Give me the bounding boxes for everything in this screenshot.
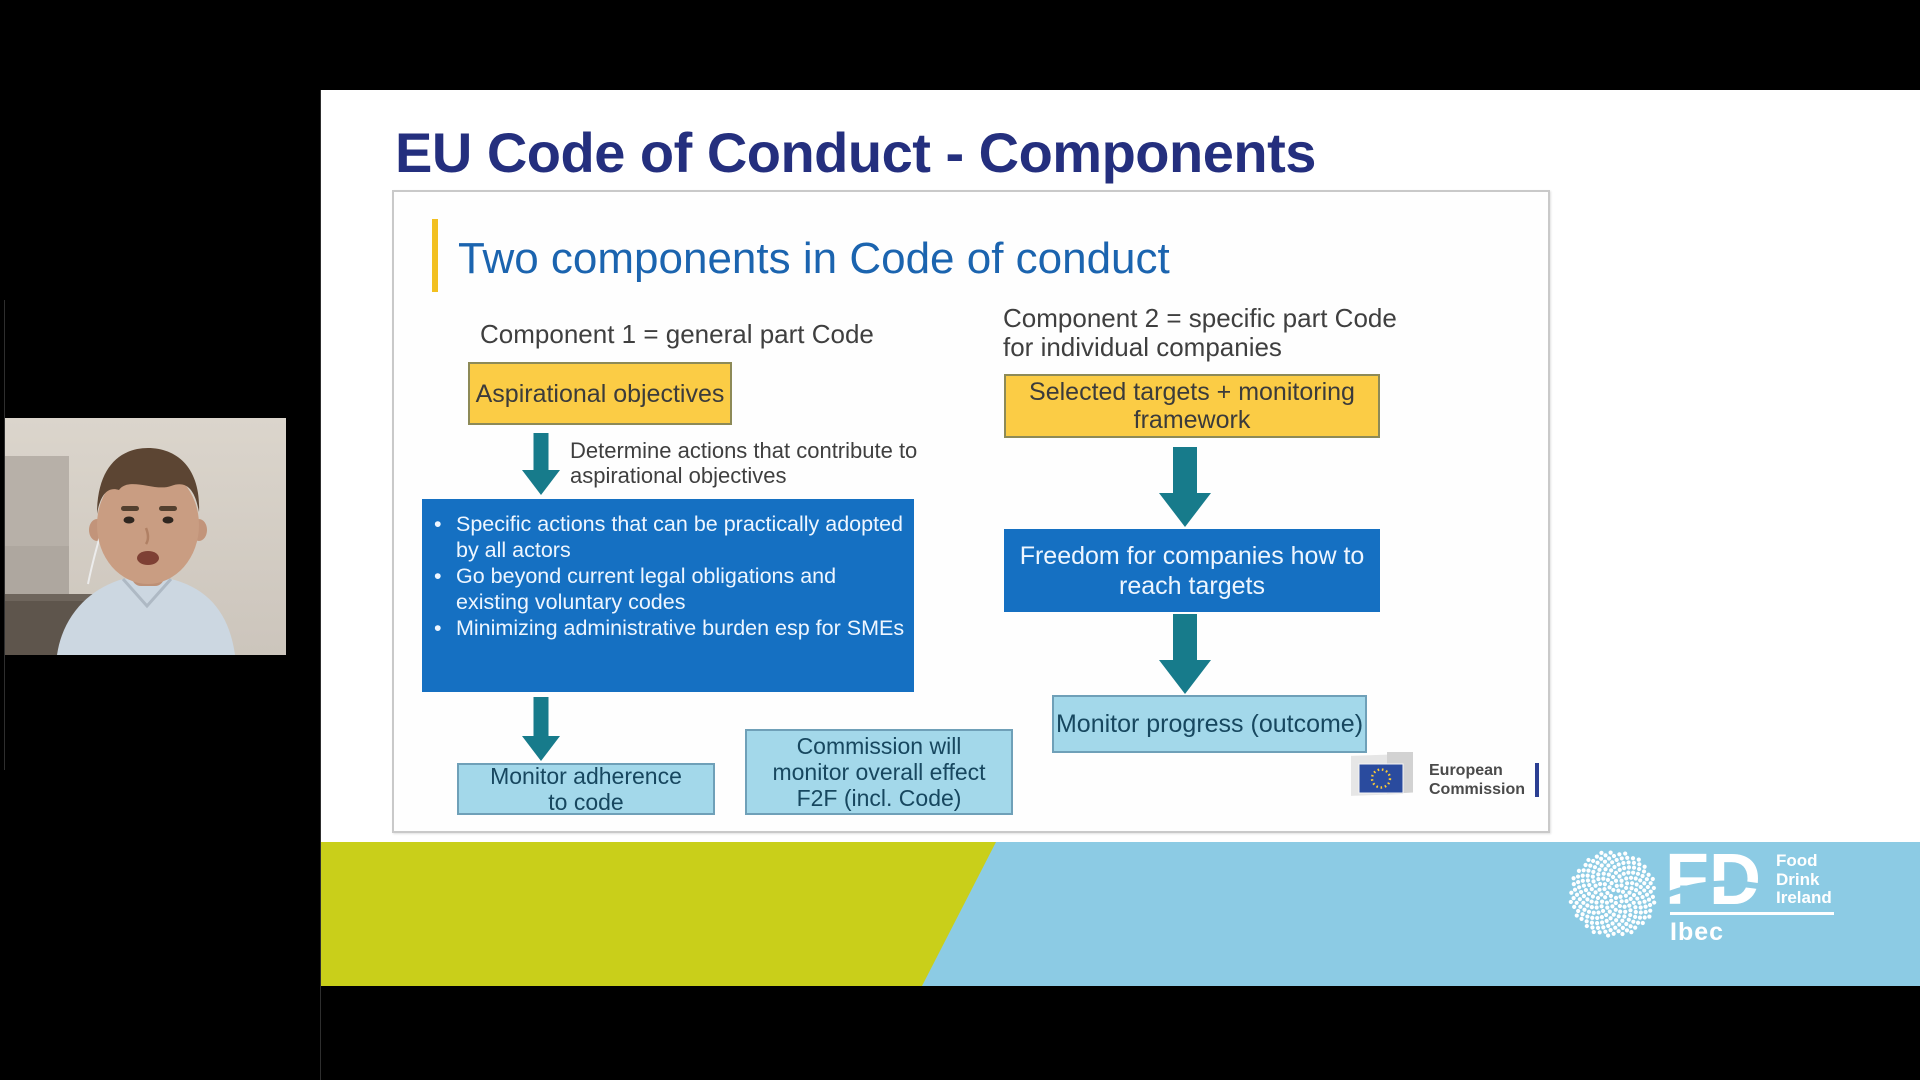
aspirational-objectives-text: Aspirational objectives [475,379,725,408]
arrow-note-line1: Determine actions that contribute to [570,438,918,463]
freedom-box: Freedom for companies how to reach targe… [1004,529,1380,612]
european-commission-logo: European Commission [1347,752,1540,808]
freedom-line1: Freedom for companies how to [1019,541,1365,570]
slide-heading: Two components in Code of conduct [458,234,1170,283]
bullet-item: Specific actions that can be practically… [434,511,910,563]
bullet-item: Go beyond current legal obligations and … [434,563,910,615]
brand-line1: Food [1776,851,1818,870]
commission-monitor-line1: Commission will [796,733,962,759]
fd-monogram-logo: FD [1668,848,1798,910]
commission-monitor-box: Commission will monitor overall effect F… [745,729,1013,815]
eye-left [123,516,135,524]
flow-arrow-icon [1159,447,1211,527]
mouth [137,551,159,565]
flow-arrow-icon [522,433,560,495]
monitor-adherence-line2: to code [548,789,624,815]
commission-monitor-line2: monitor overall effect [772,759,986,785]
selected-targets-line1: Selected targets + monitoring [1029,378,1355,406]
fd-underline [1670,912,1834,915]
ec-logo-bar [1535,763,1540,797]
commission-monitor-line3: F2F (incl. Code) [796,785,962,811]
slide-title: EU Code of Conduct - Components [395,121,1316,184]
earphone-wire [87,535,101,585]
monitor-adherence-box: Monitor adherence to code [457,763,715,815]
fdi-spiral-logo [1568,850,1657,938]
footer-band: FD Ibec Food Drink Ireland [321,842,1920,986]
monitor-adherence-line1: Monitor adherence [490,763,682,789]
shirt [57,579,235,655]
eu-flag-icon [1351,752,1413,796]
flow-arrow-icon [1159,614,1211,694]
component2-label-line2: for individual companies [1003,332,1282,362]
ec-text-line1: European [1429,762,1503,779]
webcam-video-tile[interactable] [5,418,286,655]
monitor-progress-text: Monitor progress (outcome) [1055,710,1364,738]
brand-line3: Ireland [1776,888,1832,907]
arrow-note-line2: aspirational objectives [570,463,787,488]
nose [144,527,150,545]
share-panel-divider [320,90,321,1080]
gold-accent-bar [432,219,438,292]
fd-swoosh [1668,880,1798,898]
component1-label: Component 1 = general part Code [480,319,874,349]
aspirational-objectives-box: Aspirational objectives [468,362,732,425]
component2-label-line1: Component 2 = specific part Code [1003,303,1397,333]
footer-band-green [321,842,996,986]
monitor-progress-box: Monitor progress (outcome) [1052,695,1367,753]
food-drink-ireland-text: Food Drink Ireland [1776,851,1832,908]
specific-actions-list: Specific actions that can be practically… [422,499,914,641]
selected-targets-line2: framework [1133,406,1251,434]
webcam-person [5,418,286,655]
shirt-collar [121,578,173,609]
ec-text-line2: Commission [1429,781,1526,798]
ibec-logo-text: Ibec [1670,918,1725,946]
eye-right [162,516,174,524]
ec-logo-text: European Commission [1429,761,1525,799]
desk-edge [5,594,137,601]
hair [97,448,200,514]
face [97,466,199,584]
webcam-panel-divider [4,300,5,770]
component2-label: Component 2 = specific part Code for ind… [1003,304,1397,362]
brow-right [159,506,177,511]
slide-inner-frame: Two components in Code of conduct Compon… [392,190,1550,833]
shared-slide: EU Code of Conduct - Components Two comp… [321,90,1920,986]
fd-monogram-text: FD [1668,848,1761,910]
brow-left [121,506,139,511]
brand-line2: Drink [1776,869,1820,889]
flow-arrow-icon [522,697,560,761]
arrow-note: Determine actions that contribute to asp… [570,438,917,488]
bullet-item: Minimizing administrative burden esp for… [434,615,910,641]
specific-actions-box: Specific actions that can be practically… [422,499,914,692]
freedom-line2: reach targets [1119,571,1265,600]
selected-targets-box: Selected targets + monitoring framework [1004,374,1380,438]
